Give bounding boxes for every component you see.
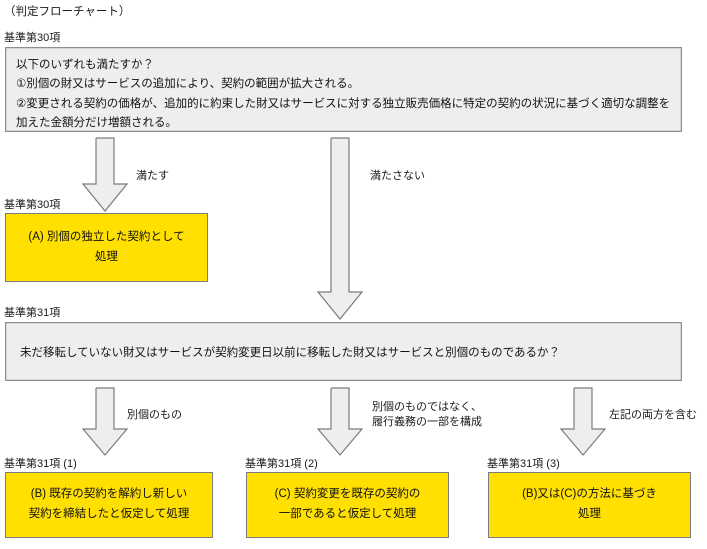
outcome-box-terminate-and-new-contract: (B) 既存の契約を解約し新しい 契約を締結したと仮定して処理: [5, 472, 213, 538]
question-box-distinct-goods: 未だ移転していない財又はサービスが契約変更日以前に移転した財又はサービスと別個の…: [5, 322, 682, 381]
edge-label-yes: 満たす: [136, 170, 169, 182]
caption-outcome-c: 基準第31項 (2): [245, 458, 318, 470]
page-title: （判定フローチャート）: [4, 6, 131, 18]
question-box-distinct-goods-text: 未だ移転していない財又はサービスが契約変更日以前に移転した財又はサービスと別個の…: [20, 346, 561, 359]
arrow-distinct-to-outcome-b: [82, 387, 128, 457]
caption-q2: 基準第31項: [4, 307, 61, 319]
outcome-box-part-of-existing-contract-text: (C) 契約変更を既存の契約の 一部であると仮定して処理: [274, 488, 421, 520]
caption-q1: 基準第30項: [4, 32, 61, 44]
edge-label-no: 満たさない: [370, 170, 425, 182]
outcome-box-b-or-c-method-text: (B)又は(C)の方法に基づき 処理: [522, 488, 657, 520]
outcome-box-separate-contract-text: (A) 別個の独立した契約として 処理: [28, 230, 185, 263]
edge-label-distinct: 別個のもの: [127, 409, 182, 421]
question-box-scope-expansion: 以下のいずれも満たすか？ ①別個の財又はサービスの追加により、契約の範囲が拡大さ…: [5, 47, 682, 132]
caption-outcome-bc: 基準第31項 (3): [487, 458, 560, 470]
caption-outcome-a: 基準第30項: [4, 199, 61, 211]
arrow-yes-to-outcome-a: [82, 137, 128, 213]
edge-label-not-distinct: 別個のものではなく、 履行義務の一部を構成: [372, 401, 482, 428]
outcome-box-part-of-existing-contract: (C) 契約変更を既存の契約の 一部であると仮定して処理: [246, 472, 449, 538]
arrow-not-distinct-to-outcome-c: [317, 387, 363, 457]
arrow-both-to-outcome-bc: [560, 387, 606, 457]
outcome-box-b-or-c-method: (B)又は(C)の方法に基づき 処理: [488, 472, 691, 538]
outcome-box-terminate-and-new-contract-text: (B) 既存の契約を解約し新しい 契約を締結したと仮定して処理: [28, 488, 190, 520]
edge-label-both: 左記の両方を含む: [609, 409, 697, 421]
arrow-no-to-question-2: [317, 137, 363, 321]
outcome-box-separate-contract: (A) 別個の独立した契約として 処理: [5, 213, 208, 282]
question-box-scope-expansion-text: 以下のいずれも満たすか？ ①別個の財又はサービスの追加により、契約の範囲が拡大さ…: [16, 59, 671, 129]
caption-outcome-b: 基準第31項 (1): [4, 458, 77, 470]
